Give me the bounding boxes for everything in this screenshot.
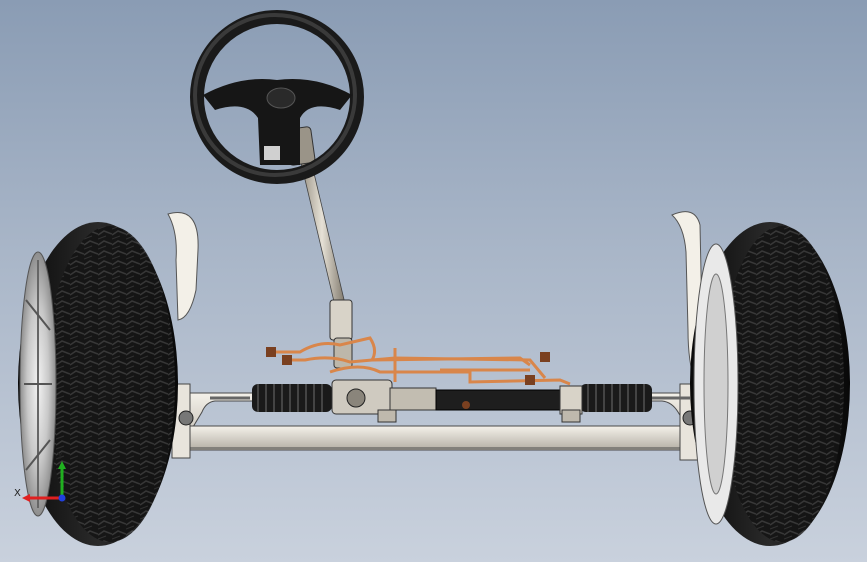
right-tire [690,222,850,546]
rack-and-pinion [210,379,690,423]
z-axis-marker [58,494,66,502]
left-tire [18,222,178,546]
y-axis-label: Y [56,451,64,462]
hydraulic-lines [270,336,571,386]
steering-wheel[interactable] [190,10,364,184]
x-axis-label: X [14,488,21,499]
left-fender [167,212,199,321]
